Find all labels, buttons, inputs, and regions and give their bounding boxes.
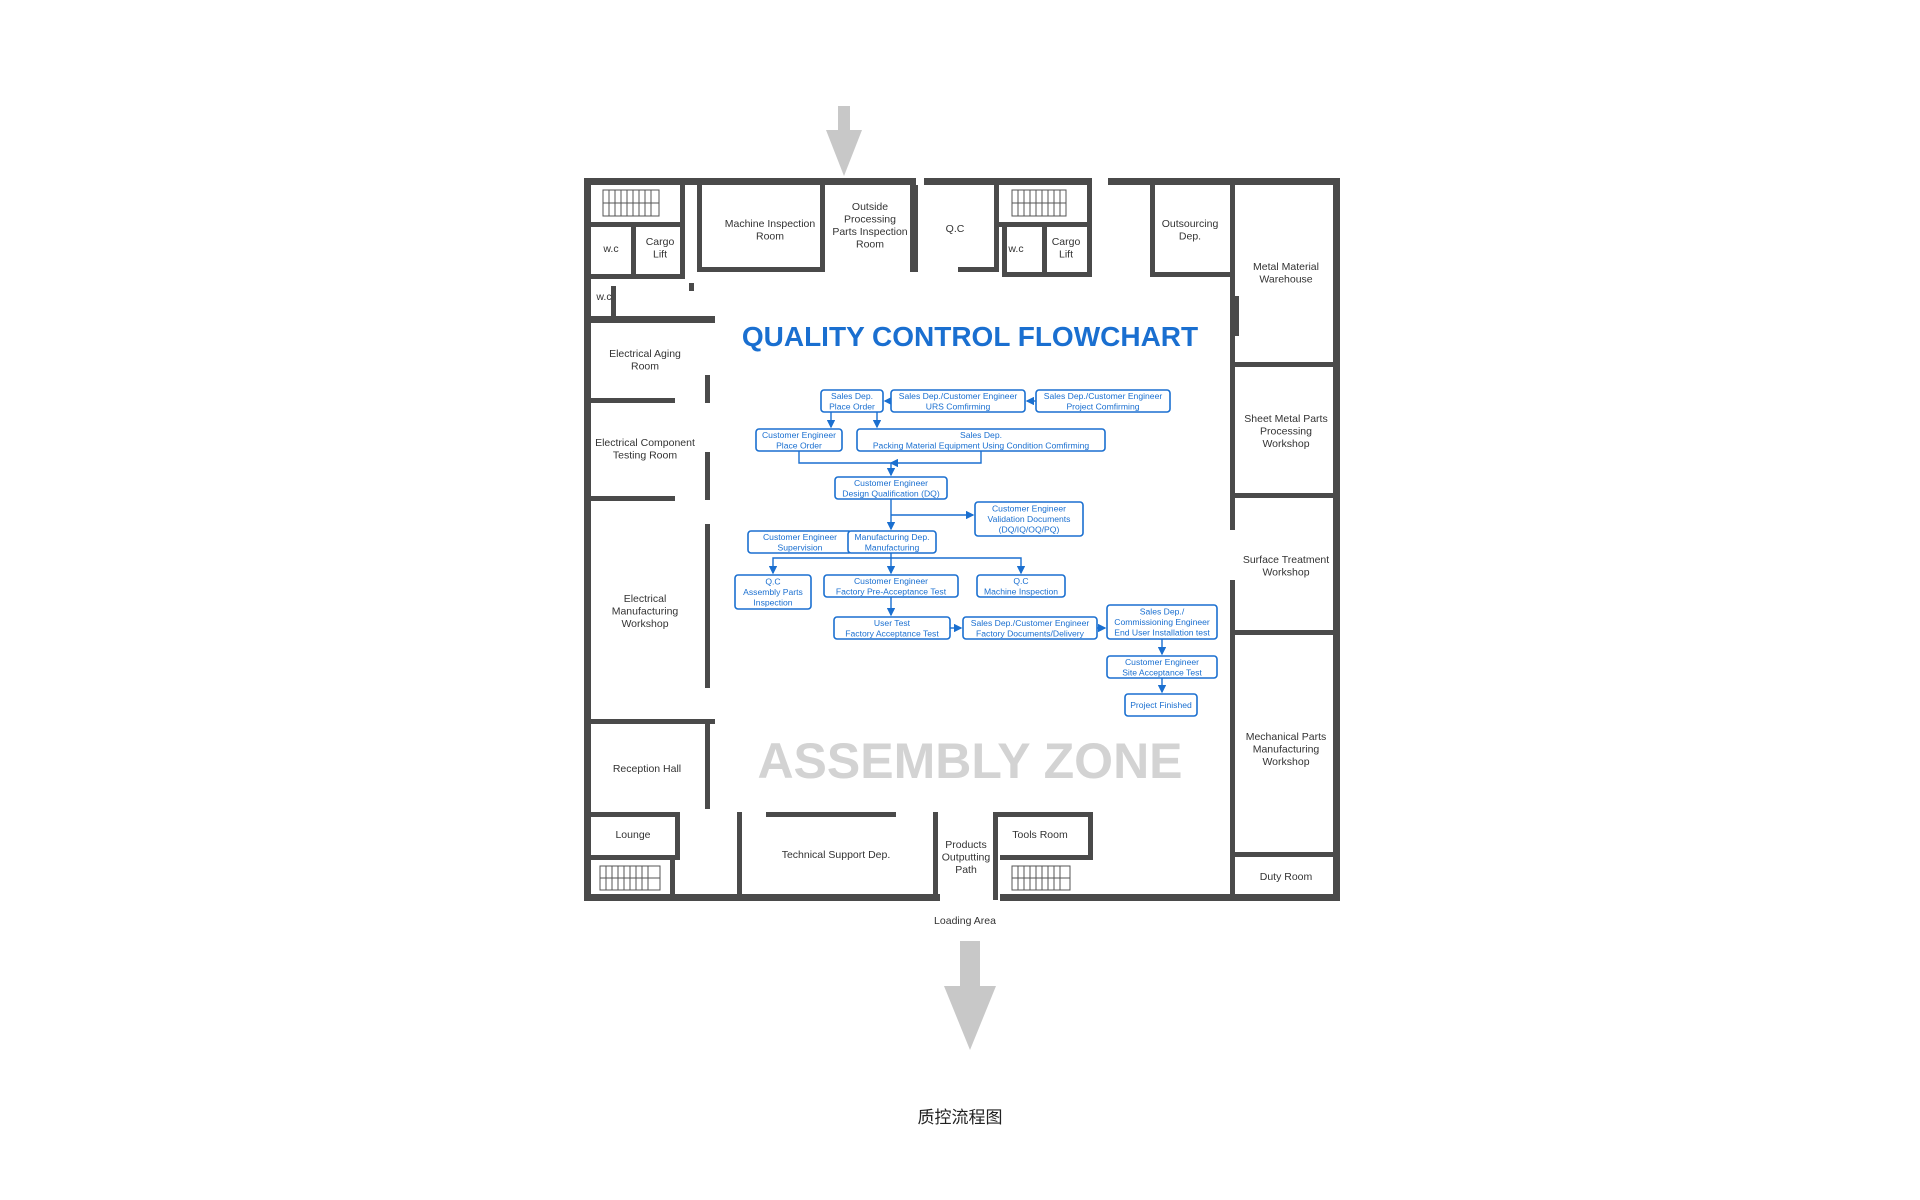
exit-arrow-icon bbox=[944, 941, 996, 1050]
flow-connector bbox=[891, 557, 1026, 575]
room-label-wc-left: w.c bbox=[595, 291, 611, 303]
room-label-technical-support: Technical Support Dep. bbox=[782, 849, 891, 861]
flow-node-label: Manufacturing Dep.Manufacturing bbox=[855, 532, 930, 553]
flow-node-manufacturing: Manufacturing Dep.Manufacturing bbox=[847, 530, 937, 554]
flowchart-connectors bbox=[768, 396, 1167, 694]
room-label-reception: Reception Hall bbox=[613, 763, 681, 775]
entrance-arrow-icon bbox=[826, 106, 862, 176]
stairs-bottom-mid-icon bbox=[1011, 865, 1071, 891]
walls bbox=[584, 178, 1340, 901]
stairs-top-left-icon bbox=[602, 189, 660, 217]
flow-node-finished: Project Finished bbox=[1124, 693, 1198, 717]
flow-node-place-order: Sales Dep.Place Order bbox=[820, 389, 884, 413]
flow-node-packing: Sales Dep.Packing Material Equipment Usi… bbox=[856, 428, 1106, 452]
zone-label: ASSEMBLY ZONE bbox=[757, 733, 1182, 789]
flow-node-label: Sales Dep.Place Order bbox=[829, 391, 875, 412]
flow-connector bbox=[798, 451, 896, 477]
stairs-bottom-left-icon bbox=[599, 865, 661, 891]
room-label-lounge: Lounge bbox=[615, 829, 650, 841]
flowchart-title: QUALITY CONTROL FLOWCHART bbox=[742, 321, 1198, 352]
flow-node-label: Sales Dep.Packing Material Equipment Usi… bbox=[873, 430, 1090, 451]
room-label-loading-area: Loading Area bbox=[934, 915, 996, 927]
room-label-tools-room: Tools Room bbox=[1012, 829, 1068, 841]
flow-connector bbox=[889, 451, 982, 468]
caption: 质控流程图 bbox=[917, 1108, 1003, 1128]
stairs-top-mid-icon bbox=[1011, 189, 1067, 217]
room-label-qc-top: Q.C bbox=[946, 223, 965, 235]
flow-node-label: Project Finished bbox=[1130, 700, 1192, 710]
room-label-wc-mid: w.c bbox=[1007, 243, 1023, 255]
room-label-wc-top-left: w.c bbox=[602, 243, 618, 255]
room-label-duty-room: Duty Room bbox=[1260, 871, 1313, 883]
flow-connector bbox=[768, 557, 891, 575]
